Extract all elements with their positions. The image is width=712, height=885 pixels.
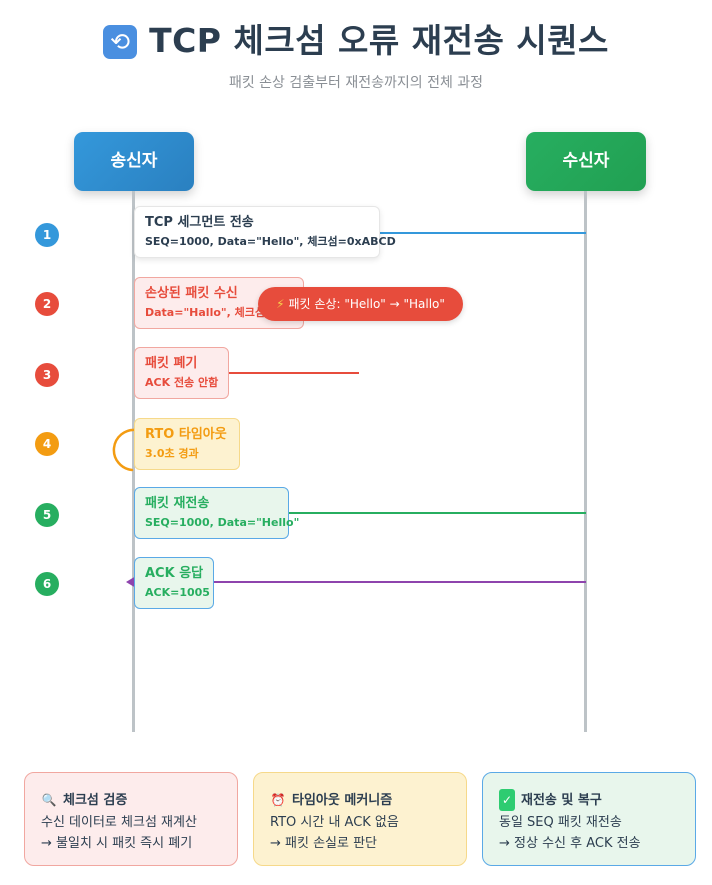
step-title: 패킷 재전송 (145, 496, 210, 511)
info-card-line: → 정상 수신 후 ACK 전송 (499, 836, 641, 851)
info-card-checksum: 🔍 체크섬 검증 수신 데이터로 체크섬 재계산 → 불일치 시 패킷 즉시 폐기 (24, 772, 238, 866)
sender-actor: 송신자 (74, 132, 194, 191)
step-box-retransmit: 패킷 재전송 SEQ=1000, Data="Hello" (134, 487, 300, 539)
info-card-line: → 패킷 손실로 판단 (270, 836, 378, 851)
magnifier-icon: 🔍 (41, 793, 57, 807)
message-arrow-5 (134, 512, 586, 514)
step-number: 4 (35, 432, 59, 456)
receiver-actor: 수신자 (526, 132, 646, 191)
info-card-line: → 불일치 시 패킷 즉시 폐기 (41, 836, 193, 851)
step-title: RTO 타임아웃 (145, 427, 227, 442)
receiver-lifeline (584, 191, 587, 732)
message-arrow-6 (134, 581, 586, 583)
info-card-line: RTO 시간 내 ACK 없음 (270, 815, 399, 830)
step-box-timeout: RTO 타임아웃 3.0초 경과 (134, 418, 240, 470)
step-number: 3 (35, 363, 59, 387)
step-box-ack: ACK 응답 ACK=1005 (134, 557, 214, 609)
info-card-line: 수신 데이터로 체크섬 재계산 (41, 815, 197, 830)
step-detail: SEQ=1000, Data="Hello" (145, 516, 300, 529)
info-card-title: 타임아웃 메커니즘 (292, 793, 393, 808)
step-title: 패킷 폐기 (145, 356, 198, 371)
info-card-title: 체크섬 검증 (63, 793, 128, 808)
step-number: 2 (35, 292, 59, 316)
check-mark-icon: ✓ (499, 789, 515, 811)
step-detail: 3.0초 경과 (145, 447, 199, 460)
message-arrow-3 (134, 372, 359, 374)
ack-arrowhead (126, 576, 136, 588)
step-number: 6 (35, 572, 59, 596)
step-title: TCP 세그먼트 전송 (145, 215, 254, 230)
step-detail: ACK 전송 안함 (145, 376, 219, 389)
title-row: ⟲ TCP 체크섬 오류 재전송 시퀀스 (0, 14, 712, 62)
alarm-clock-icon: ⏰ (270, 793, 286, 807)
step-box-discard: 패킷 폐기 ACK 전송 안함 (134, 347, 229, 399)
info-card-recovery: ✓ 재전송 및 복구 동일 SEQ 패킷 재전송 → 정상 수신 후 ACK 전송 (482, 772, 696, 866)
info-card-title: 재전송 및 복구 (521, 793, 602, 808)
info-card-line: 동일 SEQ 패킷 재전송 (499, 815, 622, 830)
corruption-text: 패킷 손상: "Hello" → "Hallo" (288, 297, 445, 311)
step-title: 손상된 패킷 수신 (145, 286, 238, 301)
step-number: 1 (35, 223, 59, 247)
step-title: ACK 응답 (145, 566, 204, 581)
step-detail: SEQ=1000, Data="Hello", 체크섬=0xABCD (145, 235, 396, 248)
step-box-send: TCP 세그먼트 전송 SEQ=1000, Data="Hello", 체크섬=… (134, 206, 396, 258)
sender-lifeline (132, 191, 135, 732)
timeout-arc (112, 428, 138, 472)
step-number: 5 (35, 503, 59, 527)
page-title: TCP 체크섬 오류 재전송 시퀀스 (149, 21, 609, 60)
step-detail: ACK=1005 (145, 586, 210, 599)
corruption-badge: ⚡패킷 손상: "Hello" → "Hallo" (258, 287, 463, 321)
page-subtitle: 패킷 손상 검출부터 재전송까지의 전체 과정 (228, 75, 484, 91)
lightning-icon: ⚡ (276, 297, 285, 311)
refresh-icon: ⟲ (103, 25, 138, 59)
info-card-timeout: ⏰ 타임아웃 메커니즘 RTO 시간 내 ACK 없음 → 패킷 손실로 판단 (253, 772, 467, 866)
